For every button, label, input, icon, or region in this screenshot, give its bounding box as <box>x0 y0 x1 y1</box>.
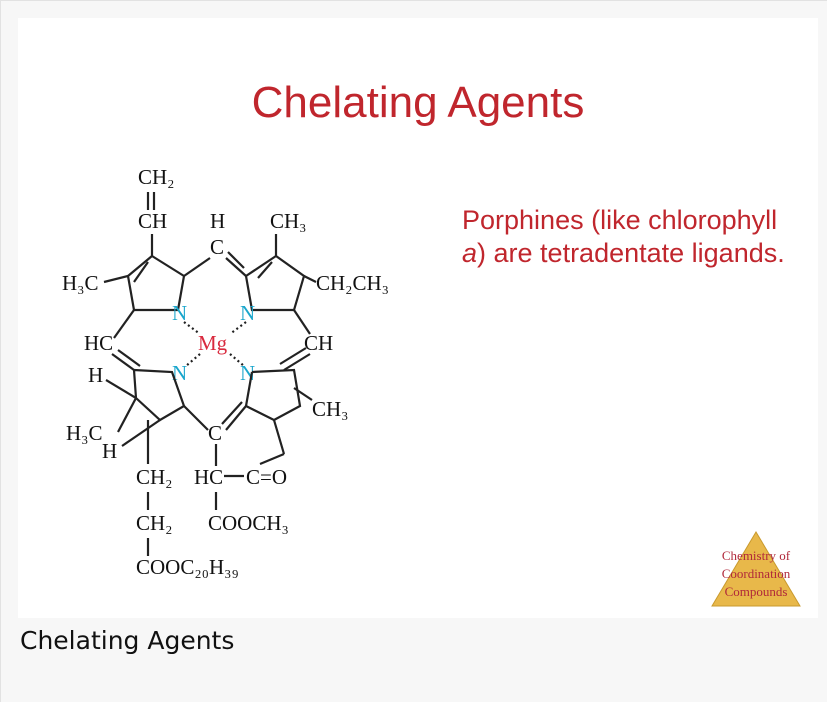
label-c-bridge: C <box>210 235 224 259</box>
label-n2: N <box>240 301 255 325</box>
body-text-italic: a <box>462 238 478 268</box>
label-ch2-top: CH₂ <box>138 165 175 189</box>
label-hc-left: HC <box>84 331 113 355</box>
logo-line2: Coordination <box>722 566 791 581</box>
course-logo: Chemistry of Coordination Compounds <box>711 531 801 607</box>
label-ch3-right: CH₃ <box>312 397 349 421</box>
label-cooc20h39: COOC₂₀H₃₉ <box>136 555 239 579</box>
label-h3c-left: H₃C <box>62 271 99 295</box>
slide-body-text: Porphines (like chlorophyll a) are tetra… <box>462 204 792 270</box>
label-c-lower: C <box>208 421 222 445</box>
label-h-bridge: H <box>210 209 225 233</box>
label-ch2-a: CH₂ <box>136 465 173 489</box>
label-h3c-lower: H₃C <box>66 421 103 445</box>
chlorophyll-structure-diagram: CH₂ CH H C CH₃ H₃C CH₂CH₃ N N Mg HC C <box>62 165 389 579</box>
label-n1: N <box>172 301 187 325</box>
label-c-eq-o: C=O <box>246 465 287 489</box>
body-text-part2: ) are tetradentate ligands. <box>477 238 785 268</box>
label-n3: N <box>172 361 187 385</box>
figure-caption: Chelating Agents <box>20 626 235 655</box>
body-text-part1: Porphines (like chlorophyll <box>462 205 778 235</box>
label-ch2ch3: CH₂CH₃ <box>316 271 389 295</box>
label-ch-right: CH <box>304 331 333 355</box>
label-cooch3: COOCH₃ <box>208 511 289 535</box>
slide-title: Chelating Agents <box>251 78 585 127</box>
label-ch-vinyl: CH <box>138 209 167 233</box>
logo-line3: Compounds <box>725 584 788 599</box>
label-h-left: H <box>88 363 103 387</box>
label-mg: Mg <box>198 331 228 355</box>
label-hc-lower: HC <box>194 465 223 489</box>
label-ch2-b: CH₂ <box>136 511 173 535</box>
label-h-lower: H <box>102 439 117 463</box>
logo-triangle <box>711 531 801 607</box>
slide: Chelating Agents Porphines (like chlorop… <box>18 18 818 618</box>
label-ch3-top: CH₃ <box>270 209 307 233</box>
logo-line1: Chemistry of <box>722 548 791 563</box>
